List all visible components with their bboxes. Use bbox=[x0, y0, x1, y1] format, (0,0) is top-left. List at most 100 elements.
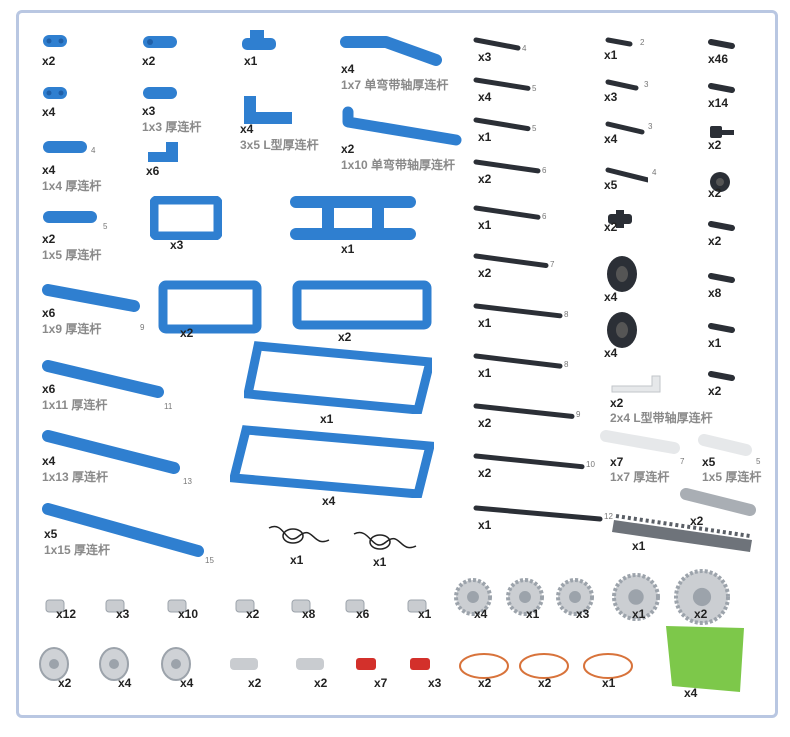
frame-7x11 bbox=[244, 340, 432, 414]
qty-axle-5: x2 bbox=[478, 266, 492, 280]
qty-row-b-7: x2 bbox=[478, 676, 492, 690]
qty-row-b-1: x4 bbox=[118, 676, 132, 690]
qty-right-4: x2 bbox=[708, 234, 722, 248]
qty-right-0: x46 bbox=[708, 52, 729, 66]
qty-frame-7x9: x2 bbox=[180, 326, 194, 340]
qty-axle-3: x2 bbox=[478, 172, 492, 186]
label-beam-1x9: 1x9 厚连杆 bbox=[42, 322, 102, 336]
qty-row-b-9: x1 bbox=[602, 676, 616, 690]
beam-1x13 bbox=[42, 430, 182, 476]
qty-row-a-3: x2 bbox=[246, 607, 260, 621]
badge-white-1x5: 5 bbox=[756, 457, 761, 466]
gear-8 bbox=[506, 578, 544, 616]
part-row-b-10 bbox=[662, 622, 748, 702]
badge-pin-0: 2 bbox=[640, 38, 645, 47]
badge-pin-3: 4 bbox=[652, 168, 657, 177]
frame-5x7 bbox=[150, 196, 222, 240]
qty-beam-1x2-pin: x4 bbox=[42, 105, 56, 119]
gear-9 bbox=[556, 578, 594, 616]
qty-row-a-2: x10 bbox=[178, 607, 199, 621]
right-part-3 bbox=[708, 170, 738, 194]
qty-row-b-4: x2 bbox=[314, 676, 328, 690]
beam-1x2-pin bbox=[42, 86, 68, 100]
qty-axle-0: x3 bbox=[478, 50, 492, 64]
gear-10 bbox=[612, 573, 660, 621]
qty-white-beam-1x7: x7 bbox=[610, 455, 624, 469]
qty-row-a-1: x3 bbox=[116, 607, 130, 621]
qty-beam-3x5-l: x4 bbox=[240, 122, 254, 136]
part-row-b-5 bbox=[352, 644, 392, 684]
qty-col3-a: x1 bbox=[244, 54, 258, 68]
pin-part-6 bbox=[604, 310, 648, 350]
qty-beam-1x15: x5 bbox=[44, 527, 58, 541]
cross-block bbox=[240, 28, 280, 52]
label-white-beam-1x5: 1x5 厚连杆 bbox=[702, 470, 762, 484]
qty-beam-1x4: x4 bbox=[42, 163, 56, 177]
qty-row-a-5: x6 bbox=[356, 607, 370, 621]
pin-part-0 bbox=[604, 36, 648, 76]
qty-row-a-6: x1 bbox=[418, 607, 432, 621]
qty-pin-4: x2 bbox=[604, 220, 618, 234]
qty-pin-0: x1 bbox=[604, 48, 618, 62]
right-part-1 bbox=[708, 80, 738, 104]
angle-connector bbox=[146, 138, 182, 164]
qty-pin-3: x5 bbox=[604, 178, 618, 192]
qty-h-frame: x1 bbox=[341, 242, 355, 256]
label-beam-1x7-bent: 1x7 单弯带轴厚连杆 bbox=[341, 78, 449, 92]
badge-1x5: 5 bbox=[103, 222, 108, 231]
gear-rack bbox=[610, 512, 756, 554]
axle-1 bbox=[472, 76, 534, 94]
label-beam-3x5-l: 3x5 L型厚连杆 bbox=[240, 138, 319, 152]
white-beam-1x5 bbox=[698, 434, 754, 458]
qty-col2-a: x2 bbox=[142, 54, 156, 68]
pin-part-3 bbox=[604, 166, 648, 206]
right-part-6 bbox=[708, 320, 738, 344]
qty-axle-8: x2 bbox=[478, 416, 492, 430]
qty-axle-10: x1 bbox=[478, 518, 492, 532]
qty-beam-1x9: x6 bbox=[42, 306, 56, 320]
axle-8 bbox=[472, 402, 578, 420]
qty-row-b-3: x2 bbox=[248, 676, 262, 690]
badge-axle-5: 7 bbox=[550, 260, 555, 269]
label-white-beam-2x4-l: 2x4 L型带轴厚连杆 bbox=[610, 411, 713, 425]
qty-frame-7x15: x4 bbox=[322, 494, 336, 508]
qty-gear-rack: x1 bbox=[632, 539, 646, 553]
badge-axle-6: 8 bbox=[564, 310, 569, 319]
beam-1x11 bbox=[42, 360, 166, 400]
qty-right-1: x14 bbox=[708, 96, 729, 110]
frame-5x11 bbox=[292, 280, 432, 330]
label-beam-1x3: 1x3 厚连杆 bbox=[142, 120, 202, 134]
small-part-2 bbox=[164, 594, 192, 618]
beam-1x7-bent bbox=[340, 32, 448, 68]
beam-1x4 bbox=[42, 140, 88, 154]
beam-1x9 bbox=[42, 284, 142, 314]
badge-axle-3: 6 bbox=[542, 166, 547, 175]
badge-axle-10: 12 bbox=[604, 512, 613, 521]
qty-row-a-11: x2 bbox=[694, 607, 708, 621]
qty-row-a-8: x1 bbox=[526, 607, 540, 621]
qty-right-3: x2 bbox=[708, 186, 722, 200]
beam-1x15 bbox=[42, 503, 206, 559]
qty-axle-7: x1 bbox=[478, 366, 492, 380]
qty-row-b-5: x7 bbox=[374, 676, 388, 690]
qty-pin-2: x4 bbox=[604, 132, 618, 146]
qty-frame-7x11: x1 bbox=[320, 412, 334, 426]
qty-row-b-6: x3 bbox=[428, 676, 442, 690]
badge-axle-7: 8 bbox=[564, 360, 569, 369]
qty-row-b-0: x2 bbox=[58, 676, 72, 690]
part-row-b-3 bbox=[226, 644, 266, 684]
qty-gray-rack-small: x2 bbox=[690, 514, 704, 528]
axle-5 bbox=[472, 252, 552, 270]
badge-pin-1: 3 bbox=[644, 80, 649, 89]
cable-b bbox=[350, 524, 418, 558]
part-row-b-0 bbox=[36, 644, 76, 684]
frame-7x15 bbox=[230, 424, 434, 498]
badge-1x9: 9 bbox=[140, 323, 145, 332]
gear-7 bbox=[454, 578, 492, 616]
pin-part-1 bbox=[604, 78, 648, 118]
beam-1x2 bbox=[42, 34, 68, 48]
label-beam-1x5: 1x5 厚连杆 bbox=[42, 248, 102, 262]
label-white-beam-1x7: 1x7 厚连杆 bbox=[610, 470, 670, 484]
qty-beam-1x7-bent: x4 bbox=[341, 62, 355, 76]
beam-1x3 bbox=[142, 85, 178, 101]
